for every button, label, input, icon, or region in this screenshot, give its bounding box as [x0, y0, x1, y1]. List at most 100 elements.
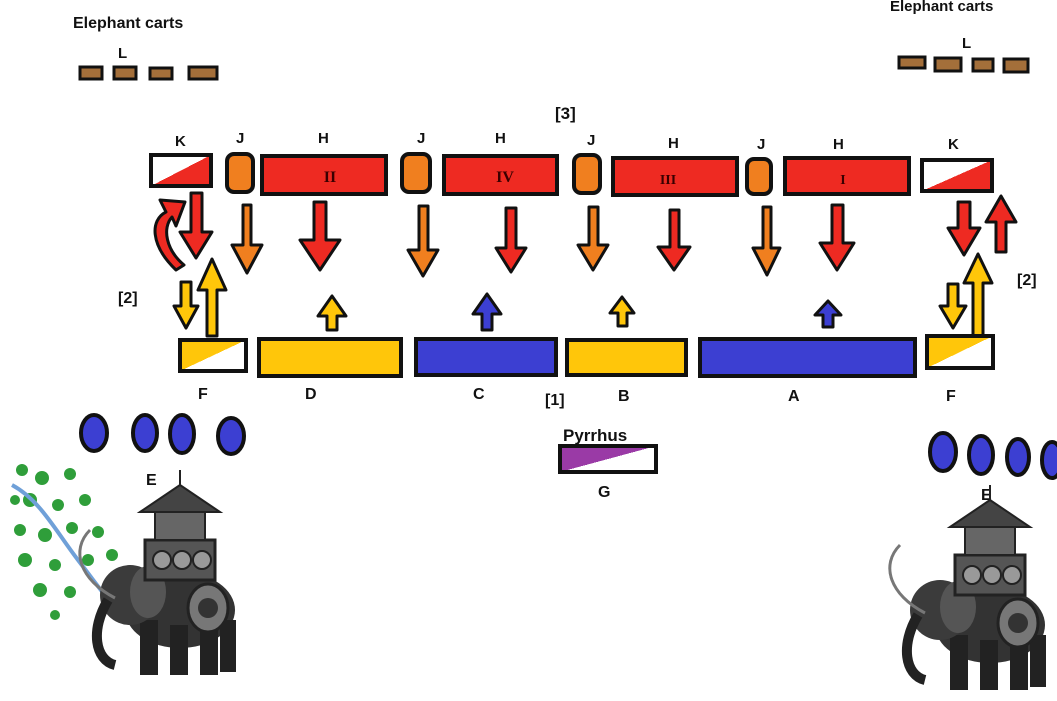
elephant-squad-left — [79, 413, 246, 456]
note-1: [1] — [545, 392, 565, 409]
up-arrow-icon — [813, 299, 843, 329]
curved-arrow-icon — [153, 198, 187, 272]
down-arrow-icon — [576, 205, 610, 272]
velites-unit — [572, 153, 602, 195]
up-arrow-icon — [196, 257, 228, 338]
legion-III — [611, 156, 739, 197]
right-cart-group — [897, 55, 1030, 74]
enemy-letters: F D C B A F [1] — [198, 386, 956, 409]
cavalry-letter-right: K — [948, 136, 959, 153]
pyrrhus-unit — [558, 444, 658, 474]
down-arrow-icon — [946, 200, 982, 257]
velites-letter: J — [236, 130, 244, 147]
legion-label-II: II — [324, 169, 336, 186]
cart-icon — [933, 56, 963, 73]
up-arrow-icon — [608, 295, 636, 328]
roman-advance-arrows — [178, 191, 982, 278]
pyrrhus-letter: G — [598, 484, 610, 501]
flank-arrows — [172, 252, 994, 338]
note-2-left: [2] — [118, 290, 138, 307]
velites-unit — [225, 152, 255, 194]
elephant-squad-right — [928, 431, 1057, 480]
velites-letter: J — [757, 136, 765, 153]
enemy-line — [178, 334, 995, 378]
elephant-token-icon — [168, 413, 196, 455]
down-arrow-icon — [656, 208, 692, 272]
enemy-advance-arrows — [316, 292, 843, 332]
legion-letter: H — [495, 130, 506, 147]
note-3: [3] — [555, 104, 576, 123]
right-carts-letter: L — [962, 35, 971, 52]
roman-cavalry-right — [920, 158, 994, 193]
unit-D — [257, 337, 403, 378]
legion-IV — [442, 154, 559, 196]
velites-letter: J — [587, 132, 595, 149]
up-arrow-icon — [471, 292, 503, 332]
velites-unit — [400, 152, 432, 194]
legion-letter: H — [668, 135, 679, 152]
legion-label-IV: IV — [496, 169, 514, 186]
war-elephant-icon — [80, 470, 236, 675]
unit-letter-B: B — [618, 388, 630, 405]
flank-cavalry-left — [178, 338, 248, 373]
elephant-token-icon — [1005, 437, 1031, 477]
velites-unit — [745, 157, 773, 196]
legion-label-III: III — [660, 173, 676, 188]
down-arrow-icon — [298, 200, 342, 272]
legions-group: II IV III I — [260, 154, 911, 197]
pyrrhus-label: Pyrrhus — [563, 426, 627, 445]
cart-icon — [148, 66, 174, 81]
velites-group — [225, 152, 773, 196]
unit-letter-A: A — [788, 388, 800, 405]
elephant-letter-right: E — [981, 487, 992, 504]
down-arrow-icon — [178, 191, 214, 260]
cart-icon — [187, 65, 219, 81]
up-arrow-icon — [984, 194, 1018, 254]
down-arrow-icon — [172, 280, 200, 330]
unit-letter-C: C — [473, 386, 485, 403]
unit-C — [414, 337, 558, 377]
flank-letter-left: F — [198, 386, 208, 403]
elephant-token-icon — [1040, 440, 1057, 480]
unit-letter-D: D — [305, 386, 317, 403]
down-arrow-icon — [818, 203, 856, 272]
war-elephant-icon — [890, 485, 1046, 690]
left-carts-title: Elephant carts — [73, 15, 183, 32]
cart-icon — [897, 55, 927, 70]
velites-letter: J — [417, 130, 425, 147]
legion-label-I: I — [840, 173, 845, 188]
down-arrow-icon — [751, 205, 782, 277]
roman-cavalry-left — [149, 153, 213, 188]
legion-letter: H — [833, 136, 844, 153]
legion-II — [260, 154, 388, 196]
cart-icon — [78, 65, 104, 81]
cavalry-counter-arrows — [153, 194, 1018, 272]
cavalry-letter-left: K — [175, 133, 186, 150]
elephant-token-icon — [131, 413, 159, 453]
cart-icon — [971, 57, 995, 73]
elephant-token-icon — [79, 413, 109, 453]
flank-cavalry-right — [925, 334, 995, 370]
down-arrow-icon — [230, 203, 264, 275]
up-arrow-icon — [962, 252, 994, 338]
up-arrow-icon — [316, 294, 348, 332]
down-arrow-icon — [494, 206, 528, 274]
left-carts-letter: L — [118, 45, 127, 62]
left-cart-group — [78, 65, 219, 81]
cart-icon — [112, 65, 138, 81]
unit-A — [698, 337, 917, 378]
elephant-token-icon — [216, 416, 246, 456]
flank-letter-right: F — [946, 388, 956, 405]
unit-B — [565, 338, 688, 377]
down-arrow-icon — [938, 282, 968, 330]
elephant-token-icon — [928, 431, 958, 473]
right-carts-title: Elephant carts — [890, 0, 993, 15]
down-arrow-icon — [406, 204, 440, 278]
legion-letter: H — [318, 130, 329, 147]
note-2-right: [2] — [1017, 272, 1037, 289]
elephant-token-icon — [967, 434, 995, 476]
cart-icon — [1002, 57, 1030, 74]
roman-letters: K J H J H J H J H K — [175, 130, 959, 153]
elephant-letter-left: E — [146, 472, 157, 489]
